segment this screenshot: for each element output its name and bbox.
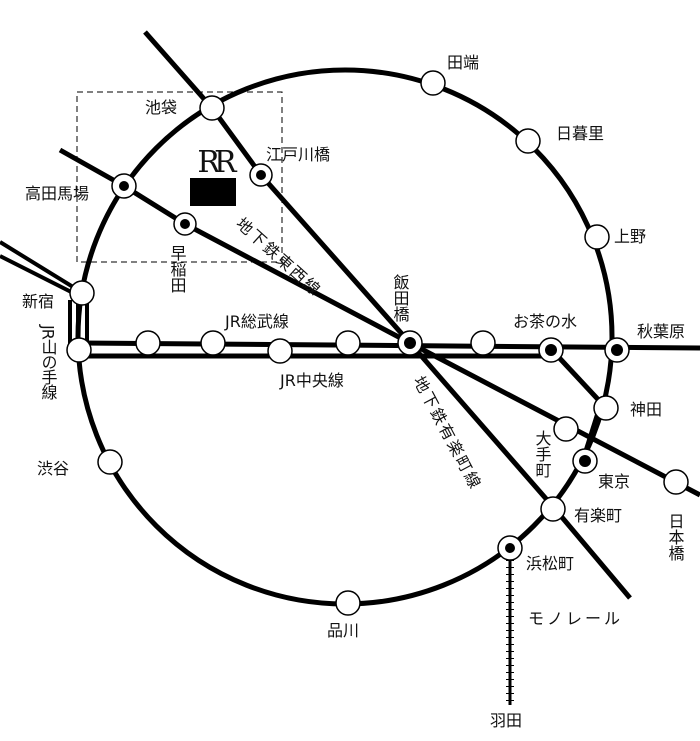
label-yamanote-line: JR山の手線 xyxy=(39,324,58,400)
station-yurakucho[interactable] xyxy=(540,496,566,522)
label-nihonbashi: 日本橋 xyxy=(666,513,685,562)
hotel-logo-text: RR xyxy=(197,145,238,180)
label-yurakucho-line: 地下鉄有楽町線 xyxy=(409,373,485,493)
station-sobu-5[interactable] xyxy=(470,330,496,356)
hotel-marker xyxy=(190,178,236,206)
label-akihabara: 秋葉原 xyxy=(637,322,685,341)
tozai-line xyxy=(58,147,700,498)
label-kanda: 神田 xyxy=(630,400,662,419)
station-nippori[interactable] xyxy=(515,128,541,154)
label-ikebukuro: 池袋 xyxy=(145,98,177,117)
hotel-logo: RR xyxy=(190,145,244,206)
label-yurakucho: 有楽町 xyxy=(574,506,622,525)
label-edogawabashi: 江戸川橋 xyxy=(266,145,330,164)
station-shinjuku[interactable] xyxy=(69,280,95,306)
station-ueno[interactable] xyxy=(584,224,610,250)
stations xyxy=(66,70,689,616)
chuo-line-to-kanda xyxy=(550,348,608,410)
label-chuo-line: JR中央線 xyxy=(279,371,344,390)
label-shibuya: 渋谷 xyxy=(37,459,69,478)
label-otemachi: 大手町 xyxy=(533,430,552,478)
transfer-stations xyxy=(111,163,630,561)
label-ochanomizu: お茶の水 xyxy=(513,312,577,331)
label-sobu-line: JR総武線 xyxy=(224,312,289,331)
label-waseda: 早稲田 xyxy=(168,245,187,293)
station-yotsuya-junction[interactable] xyxy=(66,337,92,363)
station-shinagawa[interactable] xyxy=(335,590,361,616)
label-ueno: 上野 xyxy=(614,227,646,246)
sobu-line xyxy=(79,340,700,351)
station-tabata[interactable] xyxy=(420,70,446,96)
station-ikebukuro[interactable] xyxy=(199,95,225,121)
station-sobu-3[interactable] xyxy=(267,338,293,364)
station-sobu-4[interactable] xyxy=(335,330,361,356)
yurakucho-line xyxy=(143,30,632,600)
station-kanda[interactable] xyxy=(593,395,619,421)
label-tokyo: 東京 xyxy=(598,472,630,491)
station-otemachi[interactable] xyxy=(553,416,579,442)
station-sobu-1[interactable] xyxy=(135,330,161,356)
station-nihonbashi[interactable] xyxy=(663,469,689,495)
label-shinagawa: 品川 xyxy=(327,621,359,640)
label-tabata: 田端 xyxy=(447,53,479,72)
label-haneda: 羽田 xyxy=(490,711,522,730)
hotel-area-box xyxy=(76,91,283,263)
label-hamamatsucho: 浜松町 xyxy=(526,554,574,573)
station-sobu-2[interactable] xyxy=(200,330,226,356)
label-takadanobaba: 高田馬場 xyxy=(25,184,89,203)
label-nippori: 日暮里 xyxy=(556,124,604,143)
label-iidabashi: 飯田橋 xyxy=(391,274,410,323)
station-shibuya[interactable] xyxy=(97,449,123,475)
label-monorail: モノレール xyxy=(528,609,623,628)
label-shinjuku: 新宿 xyxy=(22,292,54,311)
